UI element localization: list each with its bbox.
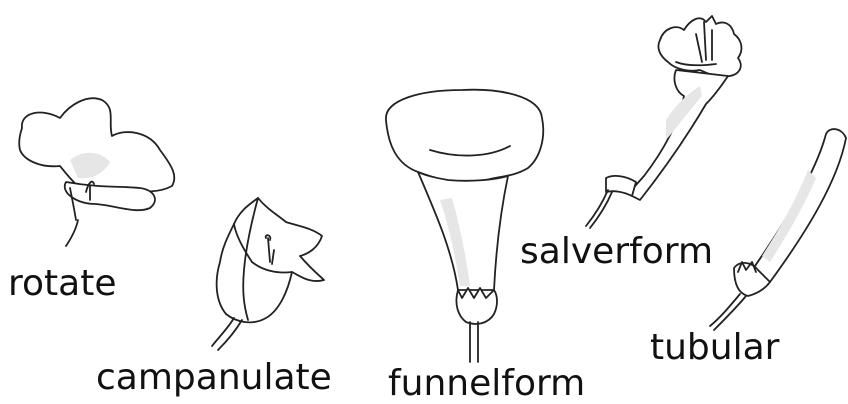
salverform-flower-drawing	[586, 16, 741, 228]
label-funnelform: funnelform	[388, 366, 585, 402]
rotate-flower-drawing	[19, 98, 174, 246]
tubular-flower-drawing	[710, 129, 846, 330]
label-rotate: rotate	[8, 266, 116, 302]
label-tubular: tubular	[650, 330, 779, 366]
label-salverform: salverform	[520, 234, 713, 270]
label-campanulate: campanulate	[96, 360, 332, 396]
funnelform-flower-drawing	[386, 90, 543, 362]
campanulate-flower-drawing	[212, 198, 324, 350]
